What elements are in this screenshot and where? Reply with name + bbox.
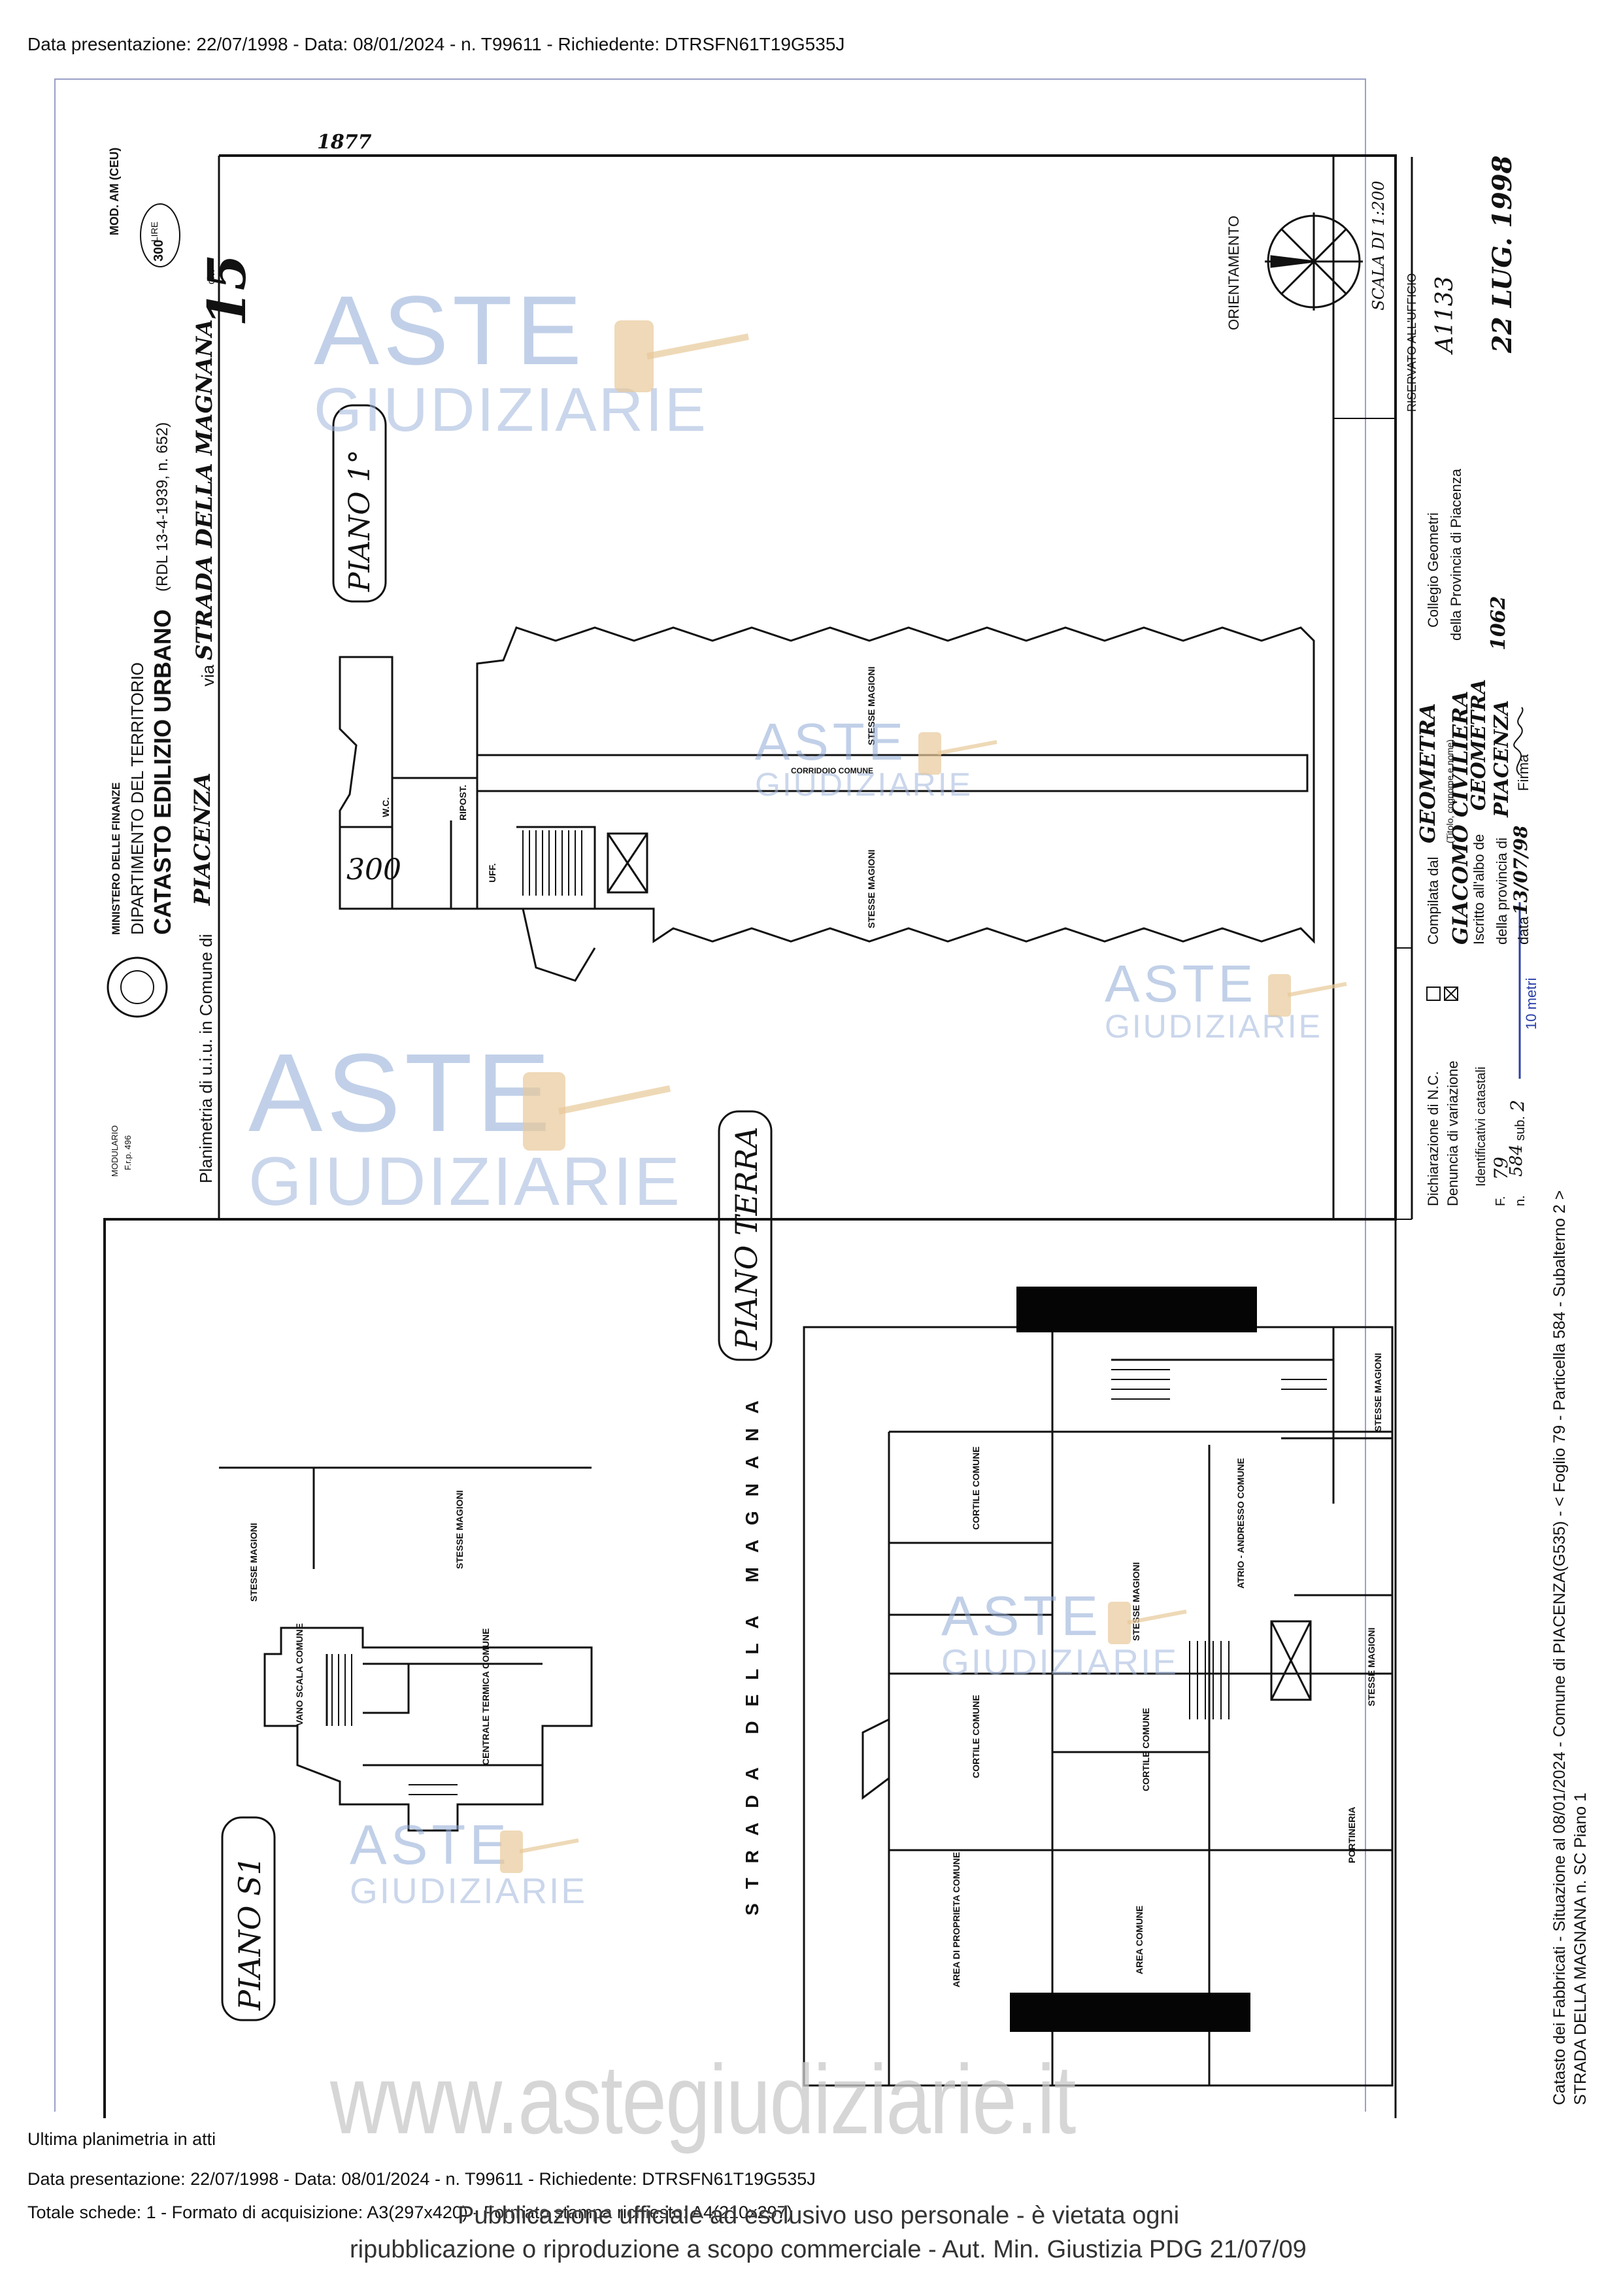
frame-left xyxy=(54,78,56,2112)
numero-value: 584 xyxy=(1507,1144,1526,1177)
identificativi-label: Identificativi catastali xyxy=(1474,1066,1488,1187)
room-stesse-ditte-2: STESSE MAGIONI xyxy=(866,849,877,928)
room-stesse-ditte-3: STESSE MAGIONI xyxy=(1366,1627,1377,1706)
footer-line-1: Data presentazione: 22/07/1998 - Data: 0… xyxy=(27,2169,816,2189)
room-stesse-ditte-4: STESSE MAGIONI xyxy=(1373,1353,1383,1432)
room-vano-scala: VANO SCALA COMUNE xyxy=(294,1623,305,1726)
room-androne: ATRIO - ANDRESSO COMUNE xyxy=(1235,1458,1246,1589)
scale-note: 10 metri xyxy=(1523,977,1539,1030)
redaction-bar-bottom xyxy=(1010,1993,1250,2032)
gavel-icon xyxy=(500,1831,579,1873)
via-label: via xyxy=(198,664,218,686)
watermark-brand-1: ASTE xyxy=(314,275,586,385)
piano-s1-label: PIANO S1 xyxy=(232,1856,267,2010)
data-label: data xyxy=(1515,917,1531,945)
compilata-label: Compilata dal xyxy=(1425,856,1441,945)
handwritten-number: 1877 xyxy=(317,131,372,154)
office-date: 22 LUG. 1998 xyxy=(1487,155,1518,353)
room-uff: UFF. xyxy=(487,863,497,883)
denuncia-label: Denuncia di variazione xyxy=(1445,1060,1461,1206)
watermark-logo-2: ASTE GIUDIZIARIE xyxy=(755,713,973,802)
orientation-label: ORIENTAMENTO xyxy=(1226,215,1242,330)
watermark-brand-3: ASTE xyxy=(1105,954,1257,1013)
room-corridoio: CORRIDOIO COMUNE xyxy=(791,766,873,775)
albo-label: Iscritto all'albo de xyxy=(1471,834,1487,945)
side-line-1: Catasto dei Fabbricati - Situazione al 0… xyxy=(1550,1190,1569,2105)
modulario-code: F.r.p. 496 xyxy=(123,1135,133,1170)
room-area-proprieta: AREA DI PROPRIETA COMUNE xyxy=(951,1851,962,1987)
ministry: MINISTERO DELLE FINANZE xyxy=(110,782,122,935)
street-label: STRADA DELLA MAGNANA xyxy=(742,1386,762,1916)
price-value: 300 xyxy=(152,239,166,262)
room-portineria: PORTINERIA xyxy=(1347,1806,1357,1863)
room-centrale: CENTRALE TERMICA COMUNE xyxy=(480,1628,491,1765)
frame-right xyxy=(1365,78,1366,2112)
numero-label: n. xyxy=(1513,1195,1528,1206)
sub-value: 2 xyxy=(1507,1100,1528,1111)
piano-terra-label: PIANO TERRA xyxy=(729,1126,764,1350)
watermark-brand-2: ASTE xyxy=(755,713,907,771)
watermark-sub-6: GIUDIZIARIE xyxy=(350,1870,588,1911)
redaction-bar-top xyxy=(1016,1287,1257,1332)
civ-label: civ. xyxy=(206,269,217,284)
via-value: STRADA DELLA MAGNANA xyxy=(192,319,218,660)
modulario-label: MODULARIO xyxy=(110,1125,120,1177)
watermark-brand-6: ASTE xyxy=(350,1814,511,1876)
header-line: Data presentazione: 22/07/1998 - Data: 0… xyxy=(27,34,845,54)
dichiarazione-label: Dichiarazione di N.C. xyxy=(1425,1071,1441,1206)
notice-line-1: Pubblicazione ufficiale ad esclusivo uso… xyxy=(458,2202,1180,2229)
compilata-value: GEOMETRA xyxy=(1415,703,1440,843)
scale-label: SCALA DI 1:200 xyxy=(1369,180,1388,311)
piano-1-label: PIANO 1° xyxy=(343,449,376,592)
law: (RDL 13-4-1939, n. 652) xyxy=(154,422,171,592)
gavel-icon xyxy=(614,320,749,392)
reserved-label: RISERVATO ALL'UFFICIO xyxy=(1405,273,1418,412)
room-stesse-ditte-7: STESSE MAGIONI xyxy=(454,1490,465,1569)
watermark-logo-4: ASTE GIUDIZIARIE xyxy=(248,1031,682,1220)
footer-ultima: Ultima planimetria in atti xyxy=(27,2129,216,2149)
albo-number: 1062 xyxy=(1487,596,1510,651)
room-ripost: RIPOST. xyxy=(458,785,468,820)
comune-value: PIACENZA xyxy=(190,772,216,905)
watermark-logo-1: ASTE GIUDIZIARIE xyxy=(314,281,708,441)
sub-label: sub. xyxy=(1513,1116,1528,1141)
price-label: LIRE xyxy=(149,221,159,242)
catasto: CATASTO EDILIZIO URBANO xyxy=(149,609,176,935)
room-cortile: CORTILE COMUNE xyxy=(971,1446,981,1530)
watermark-brand-4: ASTE xyxy=(248,1031,555,1155)
gavel-icon xyxy=(918,732,997,775)
watermark-sub-5: GIUDIZIARIE xyxy=(941,1642,1179,1682)
office-mark: A1133 xyxy=(1431,276,1458,353)
foglio-label: F. xyxy=(1494,1196,1508,1206)
department: DIPARTIMENTO DEL TERRITORIO xyxy=(127,662,147,935)
room-cortile-2: CORTILE COMUNE xyxy=(971,1695,981,1778)
room-wc: W.C. xyxy=(380,797,391,817)
watermark-logo-6: ASTE GIUDIZIARIE xyxy=(350,1817,587,1909)
room-stesse-ditte-6: STESSE MAGIONI xyxy=(248,1523,259,1602)
side-line-2: STRADA DELLA MAGNANA n. SC Piano 1 xyxy=(1571,1793,1590,2105)
collegio-label: Collegio Geometri xyxy=(1425,512,1441,628)
notice-line-2: ripubblicazione o riproduzione a scopo c… xyxy=(350,2236,1307,2263)
watermark-sub-4: GIUDIZIARIE xyxy=(248,1143,682,1220)
frame-top xyxy=(54,78,1365,80)
data-value: 13/07/98 xyxy=(1510,825,1531,915)
model-label: MOD. AM (CEU) xyxy=(108,147,121,235)
albo-value: GEOMETRA xyxy=(1467,679,1490,811)
unit-label: 300 xyxy=(346,853,401,886)
watermark-logo-5: ASTE GIUDIZIARIE xyxy=(941,1589,1179,1680)
planimetry-label: Planimetria di u.i.u. in Comune di xyxy=(196,934,216,1183)
room-area-comune: AREA COMUNE xyxy=(1134,1905,1145,1974)
provincia-collegio: della Provincia di Piacenza xyxy=(1448,469,1464,641)
gavel-icon xyxy=(1108,1602,1187,1644)
provincia-label: della provincia di xyxy=(1494,837,1510,945)
footer-line-2: Totale schede: 1 - Formato di acquisizio… xyxy=(27,2203,793,2222)
signature xyxy=(1513,707,1524,775)
watermark-url: www.astegiudiziarie.it xyxy=(330,2044,1076,2154)
civ-number: 15 xyxy=(196,254,258,327)
watermark-brand-5: ASTE xyxy=(941,1585,1103,1647)
room-cortile-3: CORTILE COMUNE xyxy=(1141,1708,1151,1791)
gavel-icon xyxy=(523,1072,671,1151)
gavel-icon xyxy=(1268,974,1347,1017)
